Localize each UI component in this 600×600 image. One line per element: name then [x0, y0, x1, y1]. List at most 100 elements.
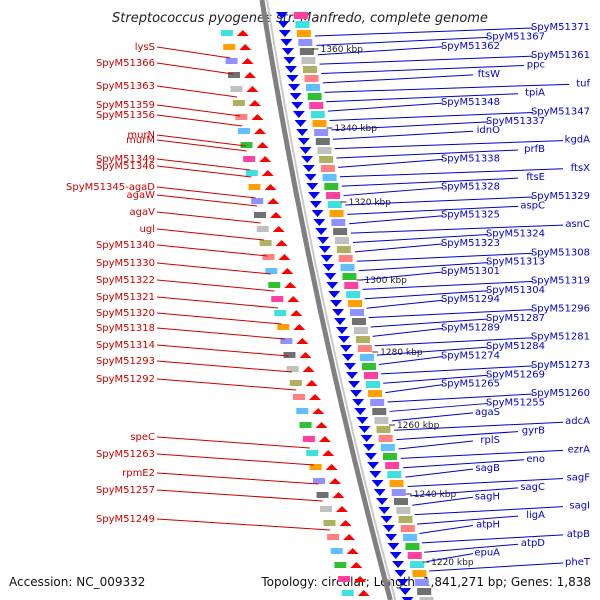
right-label-leader: [391, 412, 474, 422]
right-label-leader: [419, 524, 474, 534]
cog-block: [232, 100, 245, 106]
reverse-gene-label: ftsE: [526, 172, 545, 183]
accession-text: Accession: NC_009332: [9, 575, 145, 589]
reverse-gene-arrow: [367, 462, 380, 469]
right-label-leader: [324, 83, 570, 93]
cog-block: [405, 543, 420, 550]
left-label-leader: [156, 244, 268, 257]
right-label-leader: [362, 280, 534, 290]
reverse-gene-label: ezrA: [568, 444, 591, 455]
right-label-leader: [400, 449, 564, 459]
forward-gene-label: rpmE2: [122, 468, 155, 479]
reverse-gene-arrow: [333, 318, 346, 325]
cog-block: [385, 462, 400, 469]
forward-gene-label: ugl: [140, 224, 155, 235]
cog-block: [251, 198, 264, 204]
left-label-leader: [156, 134, 246, 147]
cog-block: [320, 506, 333, 512]
forward-gene-label: SpyM51263: [96, 449, 155, 460]
forward-gene-label: speC: [130, 432, 155, 443]
cog-block: [331, 219, 346, 226]
left-label-leader: [156, 85, 238, 98]
reverse-gene-arrow: [352, 399, 365, 406]
right-label-leader: [409, 487, 519, 497]
cog-block: [314, 129, 329, 136]
cog-block: [268, 282, 281, 288]
reverse-gene-arrow: [278, 30, 291, 37]
forward-gene-arrow: [309, 394, 322, 400]
reverse-gene-label: SpyM51319: [531, 275, 590, 286]
cog-block: [417, 588, 432, 595]
left-label-leader: [156, 344, 289, 357]
left-label-leader: [156, 228, 265, 241]
cog-block: [316, 492, 329, 498]
cog-block: [283, 352, 296, 358]
reverse-gene-label: pheT: [565, 557, 591, 568]
forward-gene-label: SpyM51346: [96, 161, 155, 172]
left-label-leader: [156, 194, 258, 207]
cog-block: [304, 75, 319, 82]
cog-block: [280, 338, 293, 344]
right-label-leader: [339, 168, 564, 178]
reverse-gene-arrow: [280, 39, 293, 46]
cog-block: [333, 228, 348, 235]
reverse-gene-label: kgdA: [565, 135, 590, 146]
right-label-leader: [370, 318, 489, 328]
cog-block: [407, 552, 422, 559]
left-label-leader: [156, 518, 331, 531]
cog-block: [274, 310, 287, 316]
forward-gene-label: SpyM51359: [96, 100, 155, 111]
right-label-leader: [394, 421, 564, 431]
reverse-gene-label: SpyM51348: [441, 97, 500, 108]
reverse-gene-arrow: [309, 201, 322, 208]
reverse-gene-label: adcA: [565, 416, 590, 427]
reverse-gene-arrow: [289, 93, 302, 100]
right-label-leader: [412, 496, 474, 506]
right-label-leader: [319, 55, 534, 65]
cog-block: [293, 12, 308, 19]
forward-gene-arrow: [264, 184, 277, 190]
right-label-leader: [317, 46, 444, 56]
left-label-leader: [156, 46, 231, 59]
forward-gene-label: murN: [127, 130, 155, 141]
forward-gene-arrow: [256, 142, 269, 148]
cog-block: [353, 327, 368, 334]
cog-block: [338, 576, 351, 582]
reverse-gene-arrow: [382, 525, 395, 532]
tick-label: 1320 kbp: [349, 198, 392, 208]
cog-block: [317, 147, 332, 154]
reverse-gene-arrow: [335, 327, 348, 334]
forward-gene-arrow: [284, 282, 297, 288]
reverse-gene-arrow: [348, 381, 361, 388]
right-label-leader: [414, 506, 564, 516]
reverse-gene-label: rplS: [480, 435, 500, 446]
forward-gene-label: agaV: [130, 207, 156, 218]
cog-block: [320, 165, 335, 172]
reverse-gene-arrow: [281, 48, 294, 55]
forward-gene-arrow: [267, 198, 280, 204]
cog-block: [309, 102, 324, 109]
cog-block: [419, 597, 434, 600]
reverse-gene-arrow: [318, 246, 331, 253]
reverse-gene-label: SpyM51362: [441, 41, 500, 52]
forward-gene-label: SpyM51257: [96, 485, 155, 496]
tick-label: 1360 kbp: [321, 45, 364, 55]
forward-gene-arrow: [239, 44, 252, 50]
cog-block: [414, 579, 429, 586]
right-label-leader: [396, 431, 519, 441]
right-label-leader: [403, 459, 525, 469]
forward-gene-arrow: [346, 548, 359, 554]
right-label-leader: [352, 233, 489, 243]
reverse-gene-label: SpyM51294: [441, 294, 500, 305]
forward-gene-label: murM: [126, 135, 155, 146]
reverse-gene-arrow: [326, 282, 339, 289]
forward-gene-arrow: [357, 590, 370, 596]
reverse-gene-arrow: [341, 354, 354, 361]
forward-gene-label: SpyM51366: [96, 58, 155, 69]
forward-gene-label: agaW: [127, 190, 156, 201]
reverse-gene-arrow: [304, 174, 317, 181]
reverse-gene-label: ftsX: [571, 163, 590, 174]
cog-block: [394, 498, 409, 505]
right-label-leader: [360, 271, 444, 281]
forward-gene-label: SpyM51314: [96, 340, 155, 351]
